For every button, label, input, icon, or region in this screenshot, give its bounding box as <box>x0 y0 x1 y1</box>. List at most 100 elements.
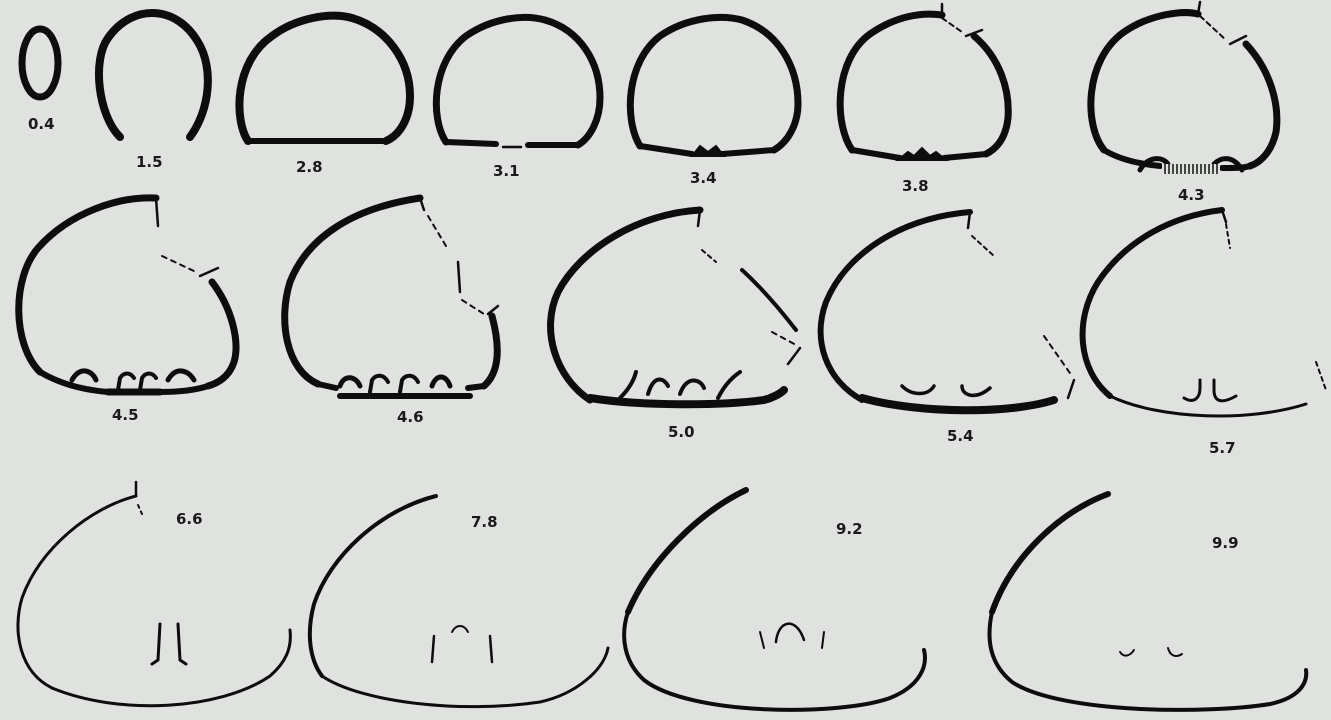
section-3-4 <box>630 17 798 156</box>
section-7-8-tube-left <box>432 636 434 662</box>
section-9-9 <box>989 494 1306 710</box>
section-7-8 <box>310 496 608 707</box>
section-5-0-septum-left <box>620 372 636 398</box>
section-4-5-dashed-roof <box>162 256 196 272</box>
section-2-8 <box>239 16 410 141</box>
section-5-0-tube-left <box>648 379 668 394</box>
section-5-4-wall-left <box>821 212 970 400</box>
section-7-8-median-arch <box>452 626 468 632</box>
section-4-6-dashed-roof-a <box>428 216 446 246</box>
section-9-2-wall-left <box>628 490 746 612</box>
section-9-9-tube-right <box>1168 648 1182 656</box>
section-6-6-wall-left <box>18 496 136 688</box>
section-4-5-fold-left <box>72 371 96 380</box>
section-4-6-floor-right <box>468 386 484 388</box>
section-0-4-wall <box>22 29 58 97</box>
section-5-0-septum-right <box>718 372 740 398</box>
section-4-5 <box>19 198 236 392</box>
section-5-7-tube-left <box>1184 380 1200 400</box>
section-5-7-dashed-side <box>1316 362 1326 390</box>
section-5-4-label: 5.4 <box>947 427 974 445</box>
section-5-4 <box>821 212 1074 410</box>
section-2-8-wall <box>239 16 410 141</box>
section-3-8-wall-right <box>974 36 1008 154</box>
section-4-6-tube-left <box>370 376 388 392</box>
section-7-8-floor <box>322 648 608 707</box>
section-3-1 <box>436 17 600 147</box>
section-5-0-tube-right <box>680 380 704 394</box>
section-9-9-floor <box>989 612 1306 710</box>
section-9-2-tube-left <box>760 632 764 648</box>
section-5-0 <box>551 210 800 404</box>
section-4-3-label: 4.3 <box>1178 186 1205 204</box>
section-5-0-label: 5.0 <box>668 423 695 441</box>
section-5-4-notch-lower <box>1068 380 1074 398</box>
section-5-4-tube-left <box>902 386 934 394</box>
section-4-5-wall-right <box>208 282 236 386</box>
section-4-6-tube-right <box>400 376 418 392</box>
section-4-3-floor-right <box>1222 166 1250 168</box>
section-3-8-floor-right <box>944 154 986 158</box>
section-5-7-wall-left <box>1083 210 1222 396</box>
section-4-3-dashed-roof <box>1200 16 1226 40</box>
section-5-0-dashed-roof <box>702 250 716 262</box>
section-3-4-floor-left <box>640 146 692 154</box>
section-9-9-wall-left <box>992 494 1108 612</box>
section-4-5-tube-left <box>118 374 134 391</box>
section-5-0-notch-lower <box>788 348 800 364</box>
section-5-0-dashed-side <box>772 332 798 346</box>
section-4-6-floor-left <box>318 384 336 388</box>
section-5-7-tube-right <box>1214 380 1236 401</box>
section-3-8-median-thickening <box>898 148 946 160</box>
section-1-5-label: 1.5 <box>136 153 163 171</box>
section-9-9-label: 9.9 <box>1212 534 1239 552</box>
section-3-4-median-thickening <box>692 146 724 156</box>
section-4-6 <box>285 198 498 396</box>
section-4-6-wall-right <box>484 316 497 386</box>
section-3-4-label: 3.4 <box>690 169 717 187</box>
section-7-8-tube-right <box>490 636 492 662</box>
section-1-5 <box>99 13 208 137</box>
section-4-6-wall-left <box>285 198 420 384</box>
section-0-4-label: 0.4 <box>28 115 55 133</box>
section-5-7-dashed-roof <box>1226 224 1230 248</box>
section-3-4-wall <box>630 17 798 150</box>
section-5-4-tube-right <box>962 386 990 395</box>
section-4-3 <box>1091 2 1277 174</box>
section-4-5-notch-upper <box>156 198 158 226</box>
section-6-6-tube-right <box>178 624 186 664</box>
section-3-1-floor-left <box>446 142 496 144</box>
section-3-8-floor-left <box>852 150 900 158</box>
section-5-7-floor <box>1110 396 1306 416</box>
section-4-6-dashed-roof-b <box>462 300 484 314</box>
section-6-6-label: 6.6 <box>176 510 203 528</box>
section-3-4-floor-right <box>722 150 774 154</box>
section-4-5-floor-right <box>160 386 208 392</box>
section-5-4-dashed-side <box>1044 336 1072 376</box>
section-6-6-floor <box>52 630 290 706</box>
section-9-2-label: 9.2 <box>836 520 863 538</box>
section-9-9-tube-left <box>1120 650 1134 656</box>
section-4-5-notch-lower <box>200 268 218 276</box>
section-6-6-dashed-roof <box>138 505 142 514</box>
section-3-1-wall <box>436 17 600 145</box>
section-4-5-tube-right <box>140 374 156 391</box>
section-4-6-notch-mid <box>458 262 460 292</box>
section-9-2 <box>624 490 925 710</box>
section-3-8-dashed-roof <box>942 18 962 32</box>
section-4-3-wall-right <box>1246 44 1277 166</box>
section-4-3-wall-left <box>1091 13 1198 150</box>
section-4-5-fold-right <box>168 371 194 380</box>
section-3-8-label: 3.8 <box>902 177 929 195</box>
section-4-5-label: 4.5 <box>112 406 139 424</box>
section-4-5-wall-left <box>19 198 156 372</box>
section-2-8-label: 2.8 <box>296 158 323 176</box>
section-3-1-label: 3.1 <box>493 162 520 180</box>
section-0-4 <box>22 29 58 97</box>
section-9-2-median-arch <box>776 624 804 642</box>
section-4-6-label: 4.6 <box>397 408 424 426</box>
section-5-4-floor <box>862 398 1054 410</box>
section-5-4-dashed-roof <box>972 236 994 256</box>
